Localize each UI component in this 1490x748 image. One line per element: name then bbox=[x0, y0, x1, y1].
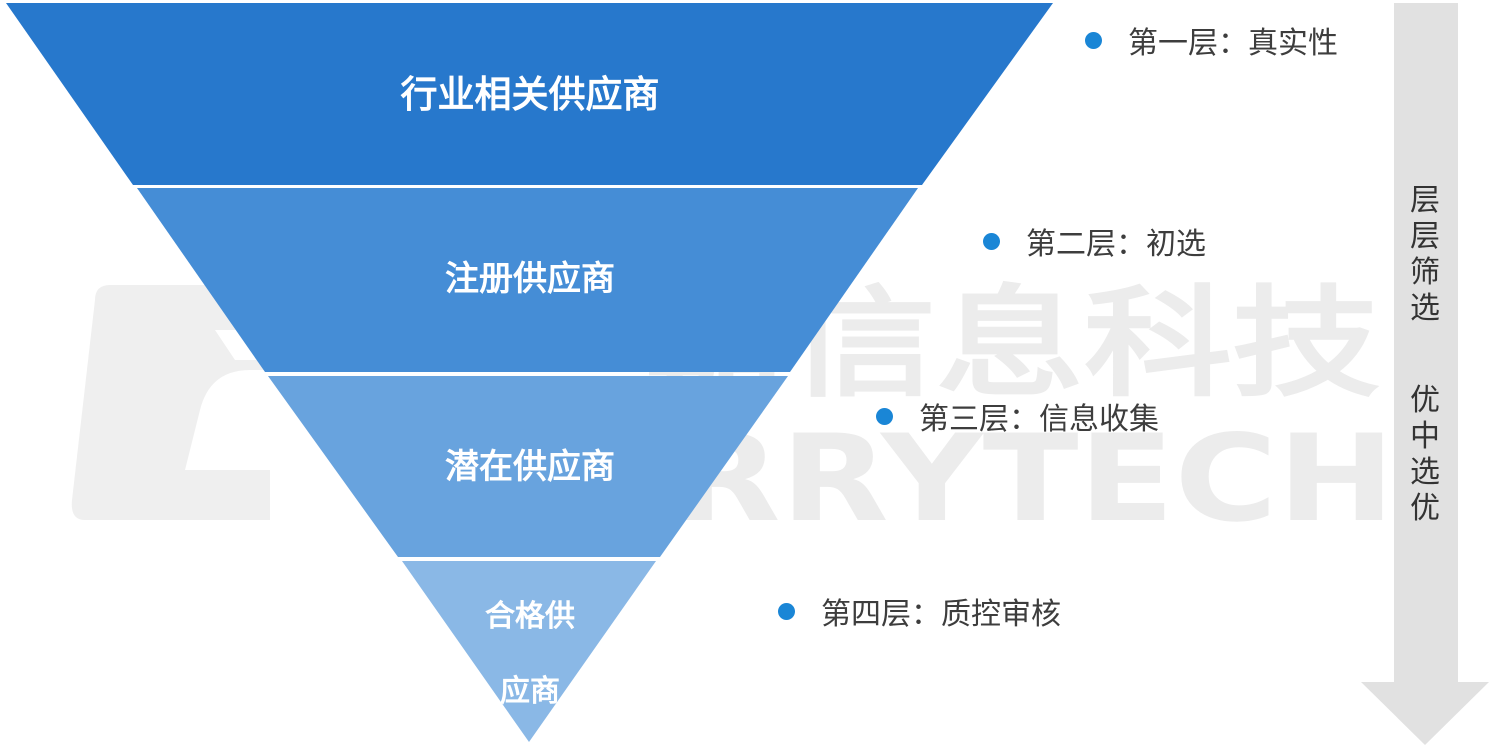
bullet-dot-icon bbox=[983, 232, 1000, 250]
bullet-dot-icon bbox=[876, 407, 893, 425]
bullet-dot-icon bbox=[778, 602, 795, 620]
funnel-layer-1-shape bbox=[6, 3, 1053, 185]
funnel-layer-2-shape bbox=[137, 188, 918, 372]
funnel-layer-2-label: 注册供应商 bbox=[445, 259, 615, 299]
arrow-char: 中 bbox=[1410, 419, 1440, 454]
arrow-char: 层 bbox=[1410, 183, 1440, 218]
arrow-char: 筛 bbox=[1410, 255, 1440, 290]
stage-item-3: 第三层：信息收集 bbox=[876, 394, 1159, 438]
down-arrow-shape bbox=[1361, 3, 1489, 745]
bullet-dot-icon bbox=[1085, 31, 1102, 49]
stage-item-4: 第四层：质控审核 bbox=[778, 589, 1061, 633]
arrow-char: 优 bbox=[1410, 383, 1440, 418]
funnel-layer-1-label: 行业相关供应商 bbox=[400, 73, 660, 116]
arrow-char: 层 bbox=[1410, 219, 1440, 254]
stage-item-4-text: 第四层：质控审核 bbox=[821, 597, 1061, 632]
stage-item-2: 第二层：初选 bbox=[983, 219, 1206, 263]
arrow-text-bottom: 优 中 选 优 bbox=[1396, 383, 1454, 527]
funnel-layer-3-shape bbox=[268, 376, 788, 557]
stage-item-2-text: 第二层：初选 bbox=[1026, 227, 1206, 262]
funnel-layer-4-label-line2: 应商 bbox=[500, 674, 560, 709]
arrow-char: 选 bbox=[1410, 291, 1440, 326]
funnel-layer-3-label: 潜在供应商 bbox=[445, 447, 615, 487]
funnel-layer-4-label-line1: 合格供 bbox=[485, 599, 575, 634]
funnel-layer-4-shape bbox=[402, 561, 656, 742]
arrow-text-top: 层 层 筛 选 bbox=[1396, 183, 1454, 327]
arrow-char: 优 bbox=[1410, 491, 1440, 526]
arrow-char: 选 bbox=[1410, 455, 1440, 490]
stage-item-3-text: 第三层：信息收集 bbox=[919, 402, 1159, 437]
stage-item-1-text: 第一层：真实性 bbox=[1128, 26, 1338, 61]
stage-item-1: 第一层：真实性 bbox=[1085, 18, 1338, 62]
